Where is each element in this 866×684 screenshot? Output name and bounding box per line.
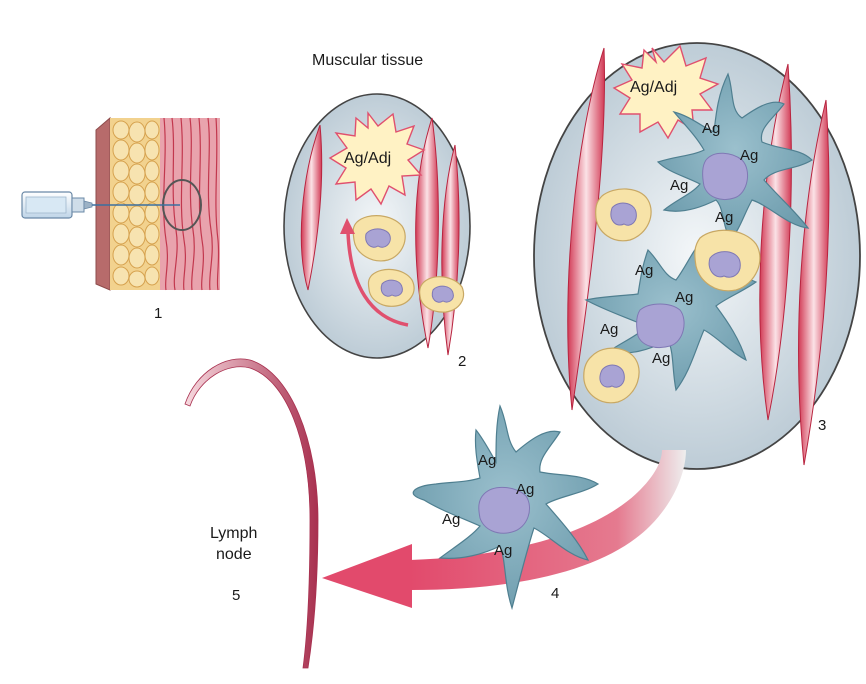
macrophage (694, 229, 761, 292)
muscle-layer (160, 118, 220, 290)
antigen-label: Ag (635, 262, 653, 279)
migration-arrow (322, 450, 686, 608)
injection-panel: 1 (21, 116, 220, 322)
muscular-tissue-late-panel: Ag/Adj Ag Ag Ag Ag Ag Ag Ag (533, 42, 861, 470)
syringe-icon (21, 191, 180, 219)
antigen-label: Ag (652, 350, 670, 367)
recruitment-arrowhead (340, 218, 355, 234)
lymph-node-label-line1: Lymph (210, 525, 257, 542)
step-1-label: 1 (154, 305, 162, 322)
antigen-label: Ag (478, 452, 496, 469)
step-3-label: 3 (818, 417, 826, 434)
migrating-dendritic-cell: Ag Ag Ag Ag (412, 404, 600, 611)
migration-arrowhead (322, 544, 412, 608)
antigen-label: Ag (442, 511, 460, 528)
panel-title: Muscular tissue (312, 52, 423, 69)
macrophage (367, 268, 415, 307)
antigen-label: Ag (600, 321, 618, 338)
skin-layer (95, 116, 111, 291)
lymph-node-label-line2: node (216, 546, 252, 563)
migration-arrow-body (410, 450, 686, 590)
antigen-label: Ag (740, 147, 758, 164)
macrophage (419, 276, 465, 313)
muscle-fiber (567, 47, 606, 411)
step-5-label: 5 (232, 587, 240, 604)
burst-label: Ag/Adj (344, 150, 391, 167)
fat-cells (112, 120, 160, 288)
burst-label: Ag/Adj (630, 79, 677, 96)
macrophage (352, 215, 406, 262)
antigen-label: Ag (670, 177, 688, 194)
lymph-node-outline (184, 358, 319, 669)
antigen-label: Ag (675, 289, 693, 306)
muscle-fiber (300, 124, 323, 291)
lymph-node: Lymph node 5 (184, 358, 319, 669)
step-4-label: 4 (551, 585, 559, 602)
antigen-label: Ag (516, 481, 534, 498)
antigen-adjuvant-burst (612, 44, 720, 140)
antigen-label: Ag (702, 120, 720, 137)
recruitment-arrow (346, 231, 409, 327)
antigen-label: Ag (494, 542, 512, 559)
step-2-label: 2 (458, 353, 466, 370)
antigen-adjuvant-burst (328, 110, 426, 206)
muscular-tissue-early-panel: Muscular tissue Ag/Adj 2 (283, 52, 471, 370)
muscle-fiber (798, 99, 830, 466)
macrophage (583, 347, 640, 404)
macrophage (595, 188, 652, 242)
antigen-label: Ag (715, 209, 733, 226)
